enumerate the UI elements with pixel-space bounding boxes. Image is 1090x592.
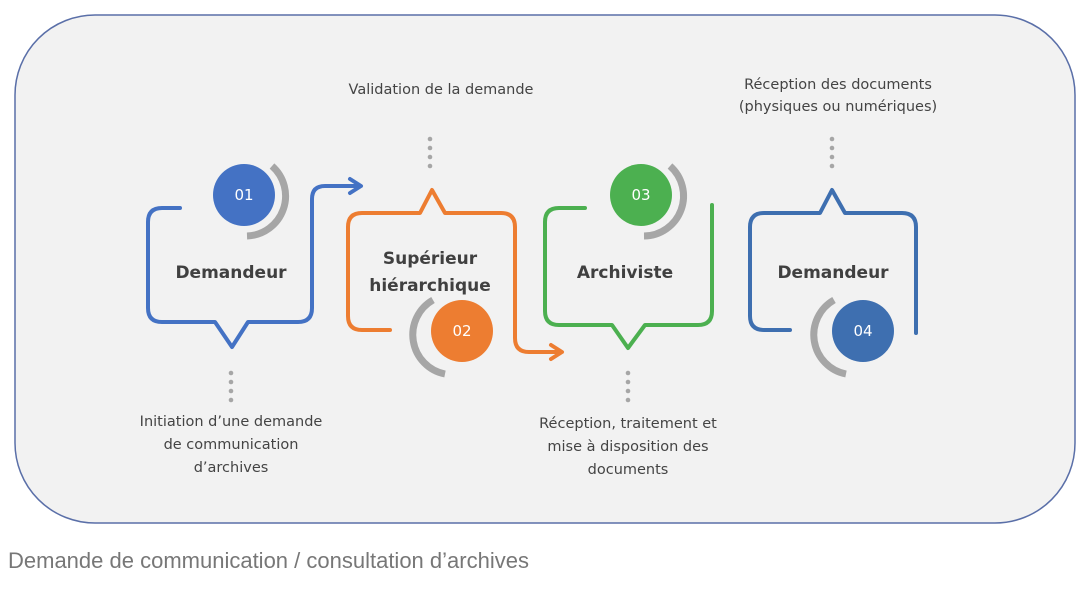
step-2-arc	[409, 296, 446, 378]
step-4-description-line-1: Réception des documents	[744, 77, 932, 93]
step-2-role-line-1: Supérieur	[383, 249, 478, 269]
step-1-description-line-1: Initiation d’une demande	[140, 414, 323, 430]
step-3-description-line-3: documents	[588, 462, 669, 478]
step-1-description-line-3: d’archives	[194, 460, 269, 476]
step-1-number: 01	[234, 186, 253, 204]
step-4-arc	[810, 296, 847, 378]
step-2-badge	[431, 300, 493, 362]
step-1-badge	[213, 164, 275, 226]
step-2-dots	[427, 136, 433, 169]
step-2-number: 02	[452, 322, 471, 340]
step-1-arrow-icon	[348, 177, 363, 195]
step-4-dots	[829, 136, 835, 169]
step-3-description-line-1: Réception, traitement et	[539, 416, 717, 432]
figure-caption: Demande de communication / consultation …	[8, 548, 529, 573]
step-1-dots	[228, 370, 234, 403]
step-3-number: 03	[631, 186, 650, 204]
step-3-bubble	[543, 203, 714, 350]
step-4-number: 04	[853, 322, 872, 340]
step-4-badge	[832, 300, 894, 362]
step-3-role: Archiviste	[577, 263, 673, 283]
step-2-arrow-icon	[549, 343, 564, 361]
step-2-description: Validation de la demande	[349, 82, 534, 98]
step-1-arc	[246, 163, 290, 240]
step-3-dots	[625, 370, 631, 403]
step-2-role-line-2: hiérarchique	[369, 276, 491, 296]
step-3-arc	[643, 163, 688, 240]
step-1-bubble	[146, 184, 360, 349]
step-4-bubble	[748, 188, 918, 335]
step-4-description-line-2: (physiques ou numériques)	[739, 99, 937, 115]
step-2-bubble	[346, 188, 560, 354]
step-3-badge	[610, 164, 672, 226]
step-4-role: Demandeur	[777, 263, 889, 283]
step-1-role: Demandeur	[175, 263, 287, 283]
step-3-description-line-2: mise à disposition des	[547, 439, 708, 455]
step-1-description-line-2: de communication	[164, 437, 299, 453]
